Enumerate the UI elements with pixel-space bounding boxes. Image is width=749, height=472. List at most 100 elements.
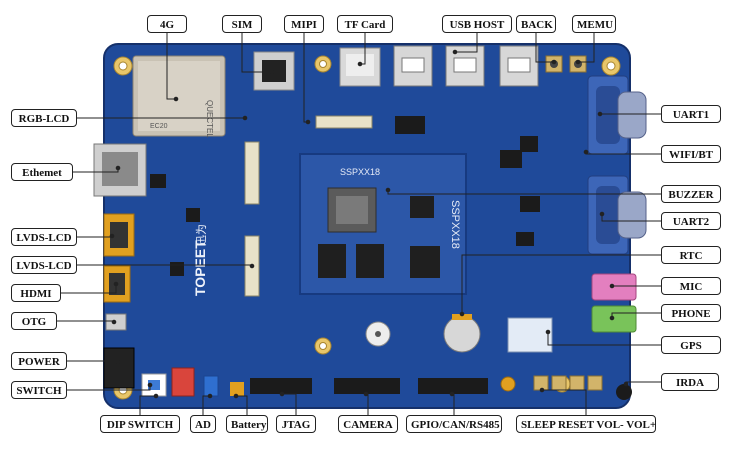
label-buttons-leader bbox=[542, 389, 587, 415]
label-mipi: MIPI bbox=[284, 15, 324, 33]
label-gps-leader bbox=[547, 332, 661, 346]
label-irda-leader bbox=[625, 381, 661, 384]
label-mipi-leader-dot bbox=[305, 119, 311, 125]
pin-headers bbox=[250, 378, 488, 394]
label-4g: 4G bbox=[147, 15, 187, 33]
label-switch-leader-dot bbox=[147, 382, 153, 388]
usb-host-ports bbox=[393, 45, 539, 87]
label-uart2: UART2 bbox=[661, 212, 721, 230]
dip-switch bbox=[171, 367, 195, 397]
label-tf-card-leader-dot bbox=[357, 61, 363, 67]
label-rtc: RTC bbox=[661, 246, 721, 264]
label-rtc-leader bbox=[461, 254, 661, 314]
irda-receiver bbox=[616, 384, 632, 400]
label-uart1-leader-dot bbox=[597, 111, 603, 117]
label-hdmi: HDMI bbox=[11, 284, 61, 302]
label-lvds-lcd-1: LVDS-LCD bbox=[11, 228, 77, 246]
label-back-leader-dot bbox=[551, 59, 557, 65]
label-battery: Battery bbox=[226, 415, 268, 433]
label-4g-leader bbox=[166, 33, 176, 100]
label-dip-switch: DIP SWITCH bbox=[100, 415, 180, 433]
power-jack bbox=[103, 347, 135, 389]
label-rtc-leader-dot bbox=[459, 311, 465, 317]
label-ad-leader-dot bbox=[207, 393, 213, 399]
label-switch: SWITCH bbox=[11, 381, 67, 399]
label-battery-leader-dot bbox=[233, 393, 239, 399]
label-jtag-leader bbox=[282, 393, 297, 415]
label-back-leader bbox=[535, 33, 554, 63]
label-uart2-leader bbox=[601, 214, 661, 222]
label-power: POWER bbox=[11, 352, 67, 370]
label-lvds-lcd-2-leader-dot bbox=[249, 263, 255, 269]
gps-antenna bbox=[500, 376, 516, 392]
label-mic: MIC bbox=[661, 277, 721, 295]
label-ethemet-leader-dot bbox=[115, 165, 121, 171]
gps-module bbox=[507, 317, 553, 353]
rtc-coin-cell bbox=[443, 315, 481, 353]
label-rgb-lcd-leader-dot bbox=[242, 115, 248, 121]
battery-holder bbox=[230, 382, 244, 396]
label-buzzer-leader-dot bbox=[385, 187, 391, 193]
label-tf-card: TF Card bbox=[337, 15, 393, 33]
label-camera: CAMERA bbox=[338, 415, 398, 433]
label-buttons-leader-dot bbox=[539, 387, 545, 393]
mipi-fpc bbox=[315, 115, 373, 129]
label-wifi-bt-leader-dot bbox=[583, 149, 589, 155]
leader-lines bbox=[57, 33, 661, 415]
label-lvds-lcd-1-leader-dot bbox=[109, 233, 115, 239]
uart1-connector bbox=[587, 75, 647, 155]
label-gps-leader-dot bbox=[545, 329, 551, 335]
label-irda: IRDA bbox=[661, 373, 719, 391]
label-usb-host-leader-dot bbox=[452, 49, 458, 55]
label-hdmi-leader-dot bbox=[113, 281, 119, 287]
label-sim-leader-dot bbox=[269, 69, 275, 75]
label-usb-host: USB HOST bbox=[442, 15, 512, 33]
label-memu-leader bbox=[578, 33, 595, 63]
rgb-lcd-fpc bbox=[244, 141, 260, 205]
som-label: SSPXX18 bbox=[340, 167, 380, 177]
label-wifi-bt: WIFI/BT bbox=[661, 145, 721, 163]
label-memu: MEMU bbox=[572, 15, 616, 33]
label-otg-leader-dot bbox=[111, 319, 117, 325]
label-ad-leader bbox=[202, 395, 210, 415]
label-dip-switch-leader-dot bbox=[153, 393, 159, 399]
label-sim: SIM bbox=[222, 15, 262, 33]
label-battery-leader bbox=[236, 395, 248, 415]
label-back: BACK bbox=[516, 15, 556, 33]
label-phone: PHONE bbox=[661, 304, 721, 322]
label-ethemet: Ethemet bbox=[11, 163, 73, 181]
label-buzzer: BUZZER bbox=[661, 185, 721, 203]
som-label-vertical: SSPXX18 bbox=[449, 200, 461, 249]
label-buttons: SLEEP RESET VOL- VOL+ bbox=[516, 415, 656, 433]
label-gps: GPS bbox=[661, 336, 721, 354]
label-memu-leader-dot bbox=[575, 59, 581, 65]
4g-module-brand: QUECTEL bbox=[205, 100, 214, 138]
label-ad: AD bbox=[190, 415, 216, 433]
uart2-connector bbox=[587, 175, 647, 255]
brand-text-cn: 迅为 bbox=[195, 224, 208, 246]
label-gpio-leader-dot bbox=[449, 391, 455, 397]
label-otg: OTG bbox=[11, 312, 57, 330]
label-4g-leader-dot bbox=[173, 96, 179, 102]
label-power-leader-dot bbox=[115, 359, 121, 365]
label-lvds-lcd-2: LVDS-LCD bbox=[11, 256, 77, 274]
label-mic-leader-dot bbox=[609, 283, 615, 289]
label-jtag-leader-dot bbox=[279, 391, 285, 397]
label-uart1: UART1 bbox=[661, 105, 721, 123]
4g-module-model: EC20 bbox=[150, 123, 168, 130]
label-camera-leader-dot bbox=[363, 391, 369, 397]
label-dip-switch-leader bbox=[139, 395, 156, 415]
label-irda-leader-dot bbox=[623, 381, 629, 387]
label-sim-leader bbox=[241, 33, 272, 73]
label-gpio: GPIO/CAN/RS485 bbox=[406, 415, 502, 433]
brand-text: TOPEET bbox=[192, 240, 208, 296]
ad-pot bbox=[203, 375, 219, 397]
label-hdmi-leader bbox=[61, 284, 117, 294]
label-uart2-leader-dot bbox=[599, 211, 605, 217]
label-phone-leader-dot bbox=[609, 315, 615, 321]
label-usb-host-leader bbox=[455, 33, 478, 53]
label-rgb-lcd: RGB-LCD bbox=[11, 109, 77, 127]
label-jtag: JTAG bbox=[276, 415, 316, 433]
